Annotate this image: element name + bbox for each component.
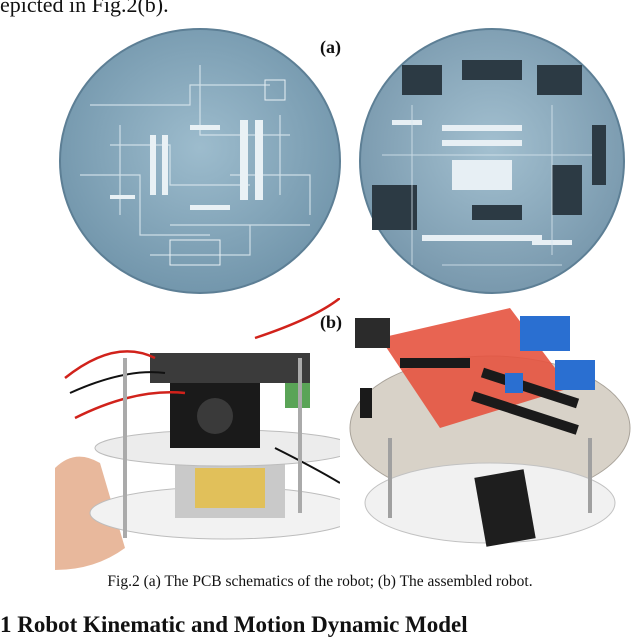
robot-side-photo <box>55 298 345 570</box>
figure-label-b: (b) <box>320 312 342 332</box>
pcb-top-image <box>359 28 625 294</box>
section-heading: 1 Robot Kinematic and Motion Dynamic Mod… <box>0 612 468 637</box>
figure-caption: Fig.2 (a) The PCB schematics of the robo… <box>107 573 533 590</box>
figure-label-a: (a) <box>320 37 341 57</box>
robot-top-photo <box>340 298 632 570</box>
pcb-bottom-image <box>59 28 341 294</box>
intro-text: epicted in Fig.2(b). <box>0 0 169 17</box>
